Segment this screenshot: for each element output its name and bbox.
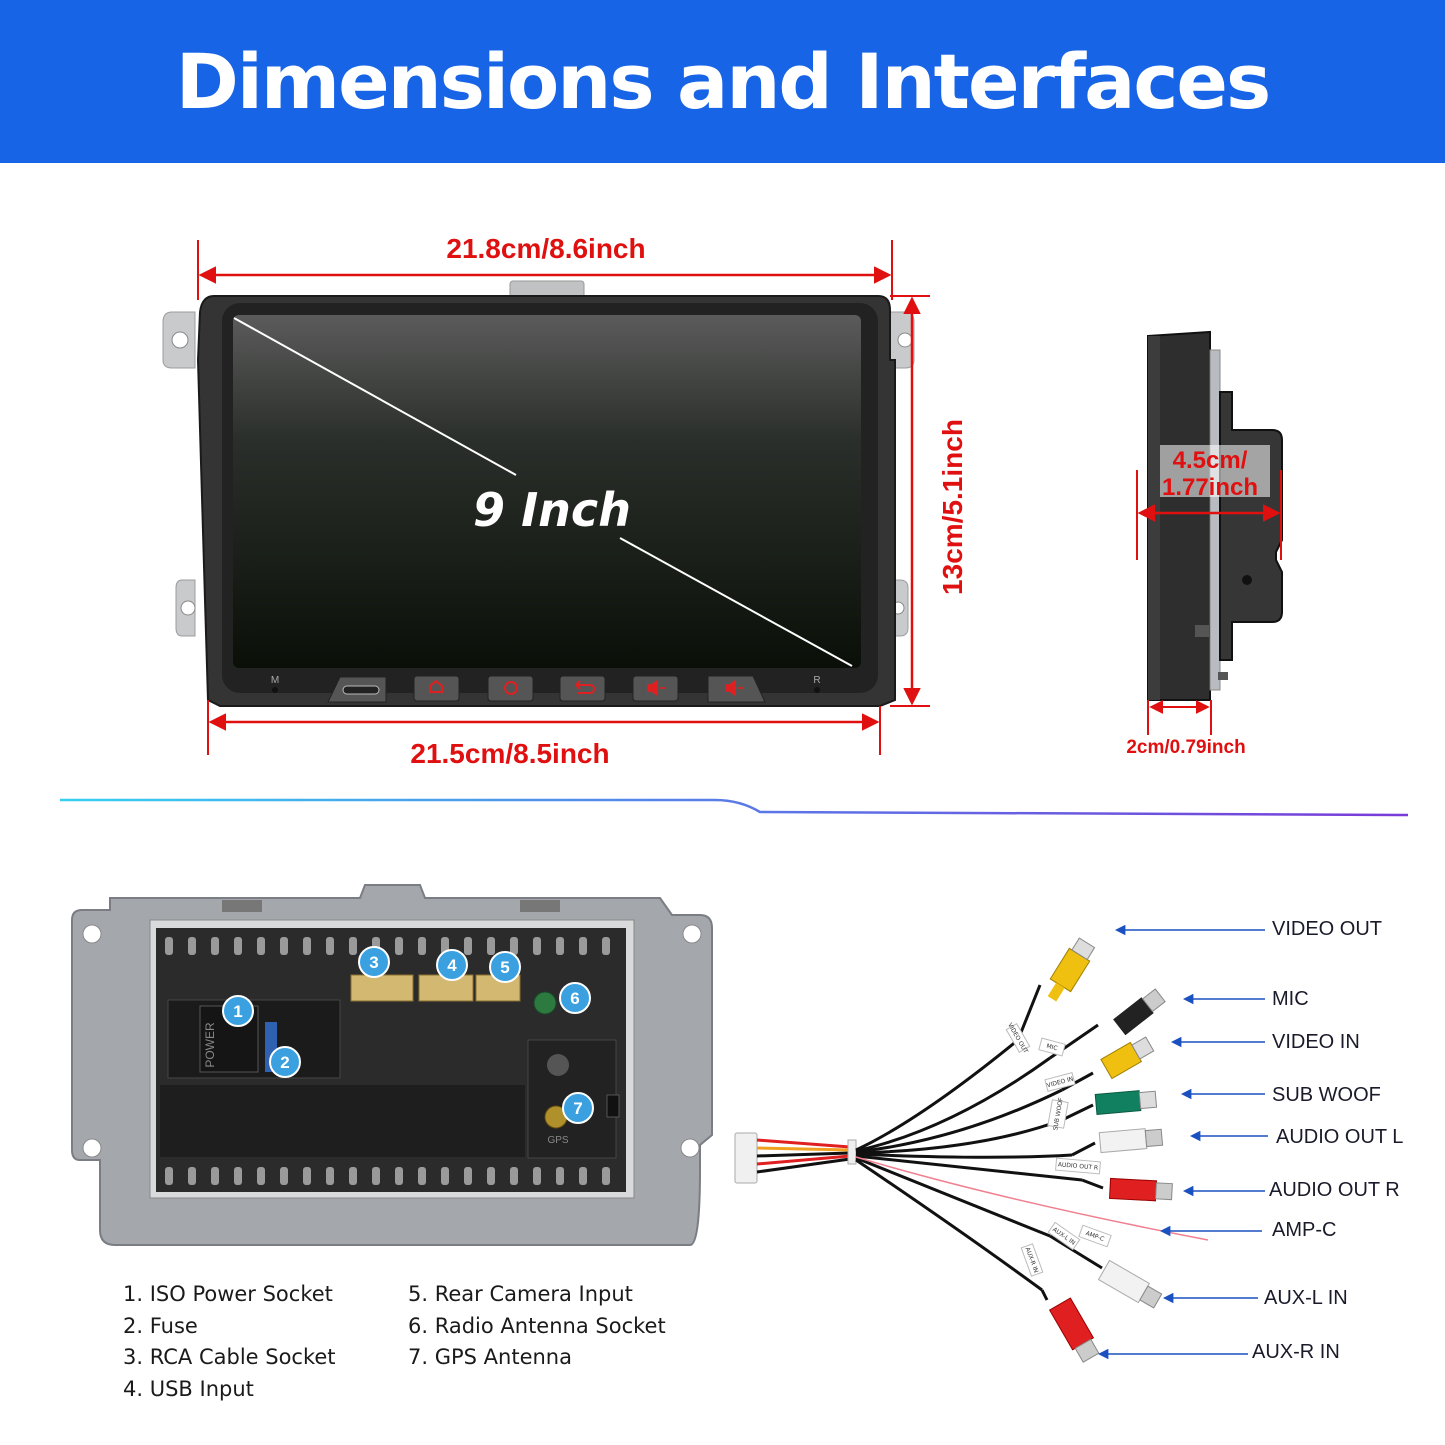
legend-item: 2. Fuse <box>123 1314 198 1338</box>
screen-size-label: 9 Inch <box>473 483 631 537</box>
home-icon <box>429 679 443 693</box>
legend-item: 3. RCA Cable Socket <box>123 1345 336 1369</box>
legend-item: 6. Radio Antenna Socket <box>408 1314 666 1338</box>
front-view: 9 Inch M R <box>162 233 968 769</box>
back-view: POWER GPS 1 2 3 4 5 6 7 <box>71 884 713 1246</box>
page-title: Dimensions and Interfaces <box>175 37 1271 126</box>
cable-tags: VIDEO OUT MIC VIDEO IN SUB WOOF AUDIO OU… <box>1005 1022 1112 1277</box>
label-aux-l-in: AUX-L IN <box>1264 1287 1348 1309</box>
mic-label: M <box>271 675 279 686</box>
volume-down-icon <box>725 679 743 697</box>
marker-7 <box>562 1092 594 1124</box>
power-button[interactable] <box>487 675 534 702</box>
usb-port-button[interactable] <box>327 676 387 703</box>
callout-markers: 1 2 3 4 5 6 7 <box>222 946 594 1124</box>
legend-item: 1. ISO Power Socket <box>123 1282 333 1306</box>
legend-item: 7. GPS Antenna <box>408 1345 572 1369</box>
label-audio-out-r: AUDIO OUT R <box>1269 1179 1400 1201</box>
section-divider <box>60 798 1409 817</box>
tag-mic: MIC <box>1046 1043 1059 1053</box>
label-sub-woof: SUB WOOF <box>1272 1084 1381 1106</box>
back-button[interactable] <box>559 675 606 702</box>
height-label: 13cm/5.1inch <box>937 419 968 595</box>
marker-3 <box>358 946 390 978</box>
marker-1 <box>222 995 254 1027</box>
marker-2-number: 2 <box>280 1053 289 1072</box>
reset-label: R <box>813 675 820 686</box>
marker-4-number: 4 <box>447 956 457 975</box>
title-banner: Dimensions and Interfaces <box>0 0 1445 163</box>
volume-down-button[interactable] <box>707 675 766 703</box>
tag-audio-out-r: AUDIO OUT R <box>1058 1161 1099 1171</box>
rca-cable-socket[interactable] <box>350 974 414 1002</box>
power-icon <box>504 681 518 695</box>
label-amp-c: AMP-C <box>1272 1219 1336 1241</box>
power-socket-text: POWER <box>203 1022 217 1068</box>
label-aux-r-in: AUX-R IN <box>1252 1341 1340 1363</box>
depth-label-line2: 1.77inch <box>1162 474 1258 501</box>
gps-socket-text: GPS <box>547 1135 568 1146</box>
width-bottom-label: 21.5cm/8.5inch <box>410 738 609 769</box>
marker-6-number: 6 <box>570 989 579 1008</box>
back-icon <box>575 680 596 694</box>
label-video-out: VIDEO OUT <box>1272 918 1382 940</box>
volume-up-button[interactable] <box>632 675 679 702</box>
label-mic: MIC <box>1272 988 1309 1010</box>
marker-7-number: 7 <box>573 1099 582 1118</box>
side-view: 4.5cm/ 1.77inch 2cm/0.79inch <box>1126 330 1283 758</box>
marker-2 <box>269 1046 301 1078</box>
volume-up-icon <box>647 679 665 697</box>
cable-labels: VIDEO OUT MIC VIDEO IN SUB WOOF AUDIO OU… <box>1252 918 1403 1363</box>
label-video-in: VIDEO IN <box>1272 1031 1360 1053</box>
marker-6 <box>559 982 591 1014</box>
cable-harness: VIDEO OUT MIC VIDEO IN SUB WOOF AUDIO OU… <box>734 918 1403 1363</box>
marker-3-number: 3 <box>369 953 378 972</box>
width-top-label: 21.8cm/8.6inch <box>446 233 645 264</box>
cable-pointers <box>1097 924 1268 1360</box>
legend-item: 5. Rear Camera Input <box>408 1282 633 1306</box>
rca-plugs <box>1047 937 1173 1363</box>
marker-5-number: 5 <box>500 958 509 977</box>
thickness-label: 2cm/0.79inch <box>1126 737 1245 758</box>
label-audio-out-l: AUDIO OUT L <box>1276 1126 1403 1148</box>
marker-5 <box>489 951 521 983</box>
legend-item: 4. USB Input <box>123 1377 254 1401</box>
interface-legend: 1. ISO Power Socket 2. Fuse 3. RCA Cable… <box>123 1282 666 1401</box>
home-button[interactable] <box>413 675 460 702</box>
marker-4 <box>436 949 468 981</box>
marker-1-number: 1 <box>233 1002 242 1021</box>
depth-label-line1: 4.5cm/ <box>1173 447 1248 474</box>
screen <box>233 315 861 668</box>
radio-antenna-socket[interactable] <box>533 991 557 1015</box>
